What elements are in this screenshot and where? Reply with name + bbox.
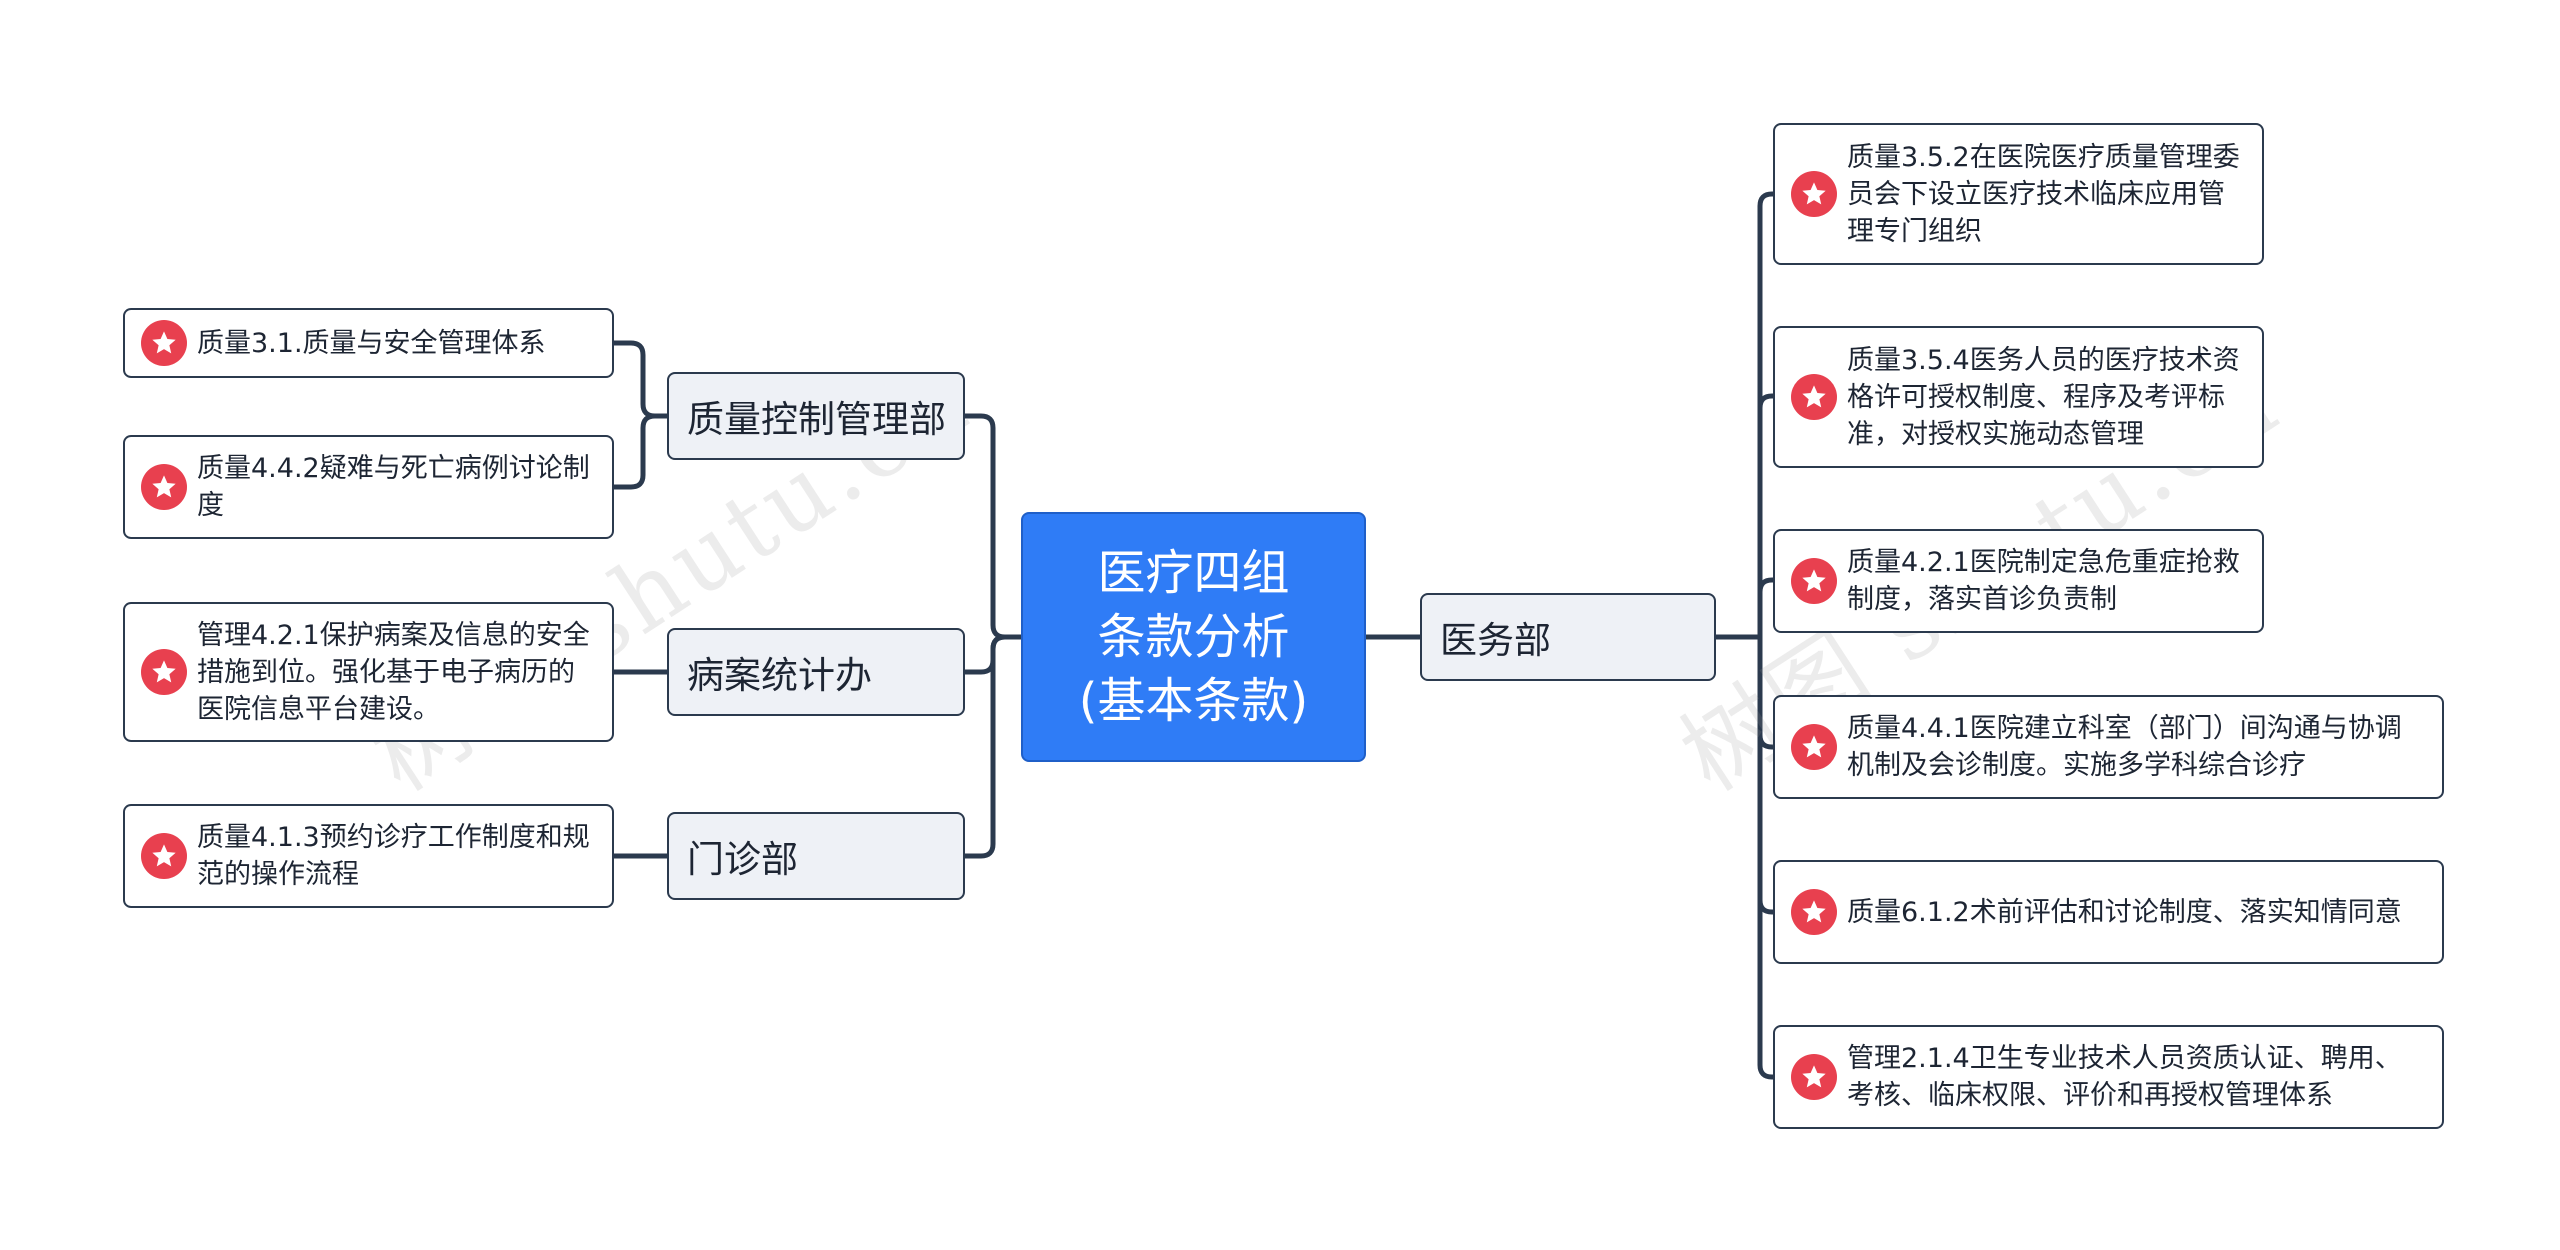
connector-medical-to-leaf-1 xyxy=(1713,191,1776,640)
star-icon xyxy=(1791,558,1837,604)
leaf-label: 管理4.2.1保护病案及信息的安全措施到位。强化基于电子病历的医院信息平台建设。 xyxy=(197,619,590,725)
star-icon xyxy=(141,833,187,879)
branch-quality-control[interactable]: 质量控制管理部 xyxy=(667,372,965,460)
star-icon xyxy=(1791,171,1837,217)
connector-root-to-outpatient xyxy=(962,634,1024,859)
branch-outpatient[interactable]: 门诊部 xyxy=(667,812,965,900)
connector-quality-to-leaf-2 xyxy=(611,413,670,490)
leaf-label: 质量4.4.2疑难与死亡病例讨论制度 xyxy=(197,453,590,521)
branch-medical-records[interactable]: 病案统计办 xyxy=(667,628,965,716)
star-icon xyxy=(1791,724,1837,770)
star-icon xyxy=(1791,889,1837,935)
leaf-topic[interactable]: 质量6.1.2术前评估和讨论制度、落实知情同意 xyxy=(1773,860,2444,964)
root-topic[interactable]: 医疗四组 条款分析 (基本条款) xyxy=(1021,512,1366,762)
leaf-topic[interactable]: 管理2.1.4卫生专业技术人员资质认证、聘用、考核、临床权限、评价和再授权管理体… xyxy=(1773,1025,2444,1129)
star-icon xyxy=(141,649,187,695)
leaf-topic[interactable]: 质量4.1.3预约诊疗工作制度和规范的操作流程 xyxy=(123,804,614,908)
leaf-topic[interactable]: 质量3.5.2在医院医疗质量管理委员会下设立医疗技术临床应用管理专门组织 xyxy=(1773,123,2264,265)
star-icon xyxy=(141,320,187,366)
leaf-topic[interactable]: 质量4.4.2疑难与死亡病例讨论制度 xyxy=(123,435,614,539)
connector-medical-to-leaf-3 xyxy=(1757,577,1776,640)
leaf-label: 管理2.1.4卫生专业技术人员资质认证、聘用、考核、临床权限、评价和再授权管理体… xyxy=(1847,1043,2402,1111)
leaf-label: 质量4.4.1医院建立科室（部门）间沟通与协调机制及会诊制度。实施多学科综合诊疗 xyxy=(1847,713,2402,781)
connector-medical-to-leaf-6 xyxy=(1757,634,1776,1080)
leaf-topic[interactable]: 质量4.4.1医院建立科室（部门）间沟通与协调机制及会诊制度。实施多学科综合诊疗 xyxy=(1773,695,2444,799)
leaf-label: 质量4.2.1医院制定急危重症抢救制度，落实首诊负责制 xyxy=(1847,547,2240,615)
leaf-label: 质量3.1.质量与安全管理体系 xyxy=(197,327,546,359)
leaf-topic[interactable]: 质量3.5.4医务人员的医疗技术资格许可授权制度、程序及考评标准，对授权实施动态… xyxy=(1773,326,2264,468)
star-icon xyxy=(1791,374,1837,420)
leaf-label: 质量3.5.2在医院医疗质量管理委员会下设立医疗技术临床应用管理专门组织 xyxy=(1847,141,2240,247)
leaf-label: 质量3.5.4医务人员的医疗技术资格许可授权制度、程序及考评标准，对授权实施动态… xyxy=(1847,344,2240,450)
leaf-topic[interactable]: 管理4.2.1保护病案及信息的安全措施到位。强化基于电子病历的医院信息平台建设。 xyxy=(123,602,614,742)
connector-quality-to-leaf-1 xyxy=(611,340,670,419)
star-icon xyxy=(1791,1054,1837,1100)
leaf-label: 质量4.1.3预约诊疗工作制度和规范的操作流程 xyxy=(197,822,590,890)
star-icon xyxy=(141,464,187,510)
connector-medical-to-leaf-2 xyxy=(1757,393,1776,640)
leaf-topic[interactable]: 质量3.1.质量与安全管理体系 xyxy=(123,308,614,378)
branch-medical-affairs[interactable]: 医务部 xyxy=(1420,593,1716,681)
leaf-topic[interactable]: 质量4.2.1医院制定急危重症抢救制度，落实首诊负责制 xyxy=(1773,529,2264,633)
leaf-label: 质量6.1.2术前评估和讨论制度、落实知情同意 xyxy=(1847,896,2402,928)
